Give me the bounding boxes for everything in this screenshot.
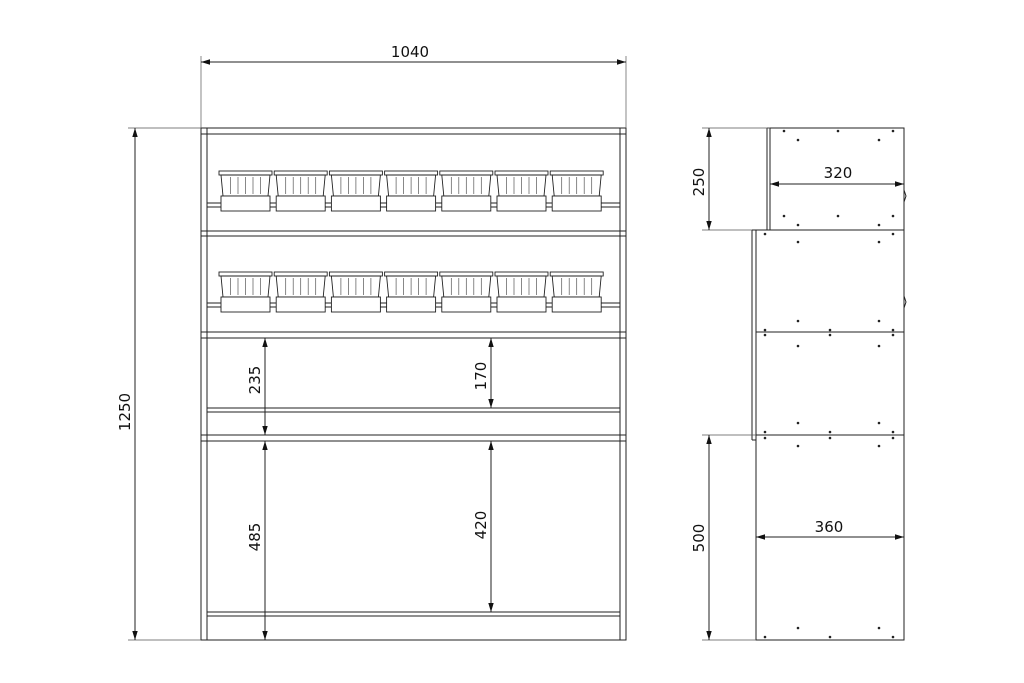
dim-text-shelf-4-clear: 485: [246, 523, 264, 552]
side-bottom-unit: [751, 229, 907, 641]
side-view: 250 320 500 360: [690, 127, 907, 641]
dim-text-top-height: 250: [690, 168, 708, 197]
mounting-hole: [796, 138, 800, 142]
dim-text-top-depth: 320: [824, 164, 853, 182]
dim-text-overall-height: 1250: [116, 393, 134, 431]
mounting-hole: [796, 421, 800, 425]
mounting-hole: [763, 328, 767, 332]
storage-bin: [218, 271, 273, 313]
mounting-hole: [836, 129, 840, 133]
storage-bin: [328, 271, 383, 313]
mounting-hole: [828, 333, 832, 337]
storage-bin: [273, 271, 328, 313]
mounting-hole: [796, 319, 800, 323]
storage-bin: [273, 170, 328, 212]
storage-bin: [328, 170, 383, 212]
mounting-hole: [782, 129, 786, 133]
mounting-hole: [796, 626, 800, 630]
storage-bin: [439, 271, 494, 313]
mounting-hole: [891, 436, 895, 440]
shelf-dividers: [201, 230, 626, 442]
mounting-hole: [891, 333, 895, 337]
mounting-hole: [763, 436, 767, 440]
mounting-hole: [782, 214, 786, 218]
mounting-hole: [796, 223, 800, 227]
mounting-holes: [763, 129, 895, 639]
bin-row-middle: [218, 271, 604, 313]
storage-bin: [549, 170, 604, 212]
dimension-overall-height: 1250: [116, 127, 201, 641]
mounting-hole: [828, 328, 832, 332]
dimension-shelf-3-inner: 170: [472, 338, 494, 408]
storage-bin: [384, 271, 439, 313]
shelf-ledges: [206, 407, 621, 617]
mounting-hole: [877, 444, 881, 448]
mounting-hole: [891, 232, 895, 236]
mounting-hole: [891, 214, 895, 218]
dim-text-shelf-4-inner: 420: [472, 511, 490, 540]
dimension-overall-width: 1040: [200, 43, 627, 128]
dim-text-bottom-height: 500: [690, 524, 708, 553]
mounting-hole: [877, 240, 881, 244]
mounting-hole: [877, 223, 881, 227]
mounting-hole: [796, 444, 800, 448]
mounting-hole: [828, 436, 832, 440]
mounting-hole: [763, 232, 767, 236]
dimension-top-depth: 320: [770, 164, 904, 187]
mounting-hole: [891, 129, 895, 133]
dimension-top-height: 250: [690, 127, 770, 231]
dim-text-shelf-3-clear: 235: [246, 366, 264, 395]
mounting-hole: [836, 214, 840, 218]
mounting-hole: [877, 138, 881, 142]
dim-text-shelf-3-inner: 170: [472, 362, 490, 391]
dimension-shelf-3-clear: 235: [246, 338, 268, 435]
storage-bin: [549, 271, 604, 313]
storage-bin: [439, 170, 494, 212]
dimension-bottom-depth: 360: [756, 518, 904, 540]
cabinet-outline: [200, 127, 627, 641]
mounting-hole: [877, 344, 881, 348]
mounting-hole: [828, 430, 832, 434]
storage-bin: [494, 271, 549, 313]
dim-text-bottom-depth: 360: [815, 518, 844, 536]
storage-bin: [384, 170, 439, 212]
mounting-hole: [763, 333, 767, 337]
storage-bin: [494, 170, 549, 212]
dim-text-overall-width: 1040: [391, 43, 429, 61]
storage-bin: [218, 170, 273, 212]
mounting-hole: [796, 344, 800, 348]
dimension-shelf-4-inner: 420: [472, 441, 494, 612]
mounting-hole: [796, 240, 800, 244]
dimension-bottom-height: 500: [690, 434, 756, 641]
mounting-hole: [877, 319, 881, 323]
dimension-shelf-4-clear: 485: [246, 441, 268, 640]
mounting-hole: [891, 430, 895, 434]
mounting-hole: [891, 635, 895, 639]
front-view: 1040 1250 235 170 485 420: [116, 43, 627, 641]
mounting-hole: [877, 626, 881, 630]
mounting-hole: [891, 328, 895, 332]
mounting-hole: [763, 635, 767, 639]
mounting-hole: [877, 421, 881, 425]
mounting-hole: [763, 430, 767, 434]
mounting-hole: [828, 635, 832, 639]
bin-row-top: [218, 170, 604, 212]
